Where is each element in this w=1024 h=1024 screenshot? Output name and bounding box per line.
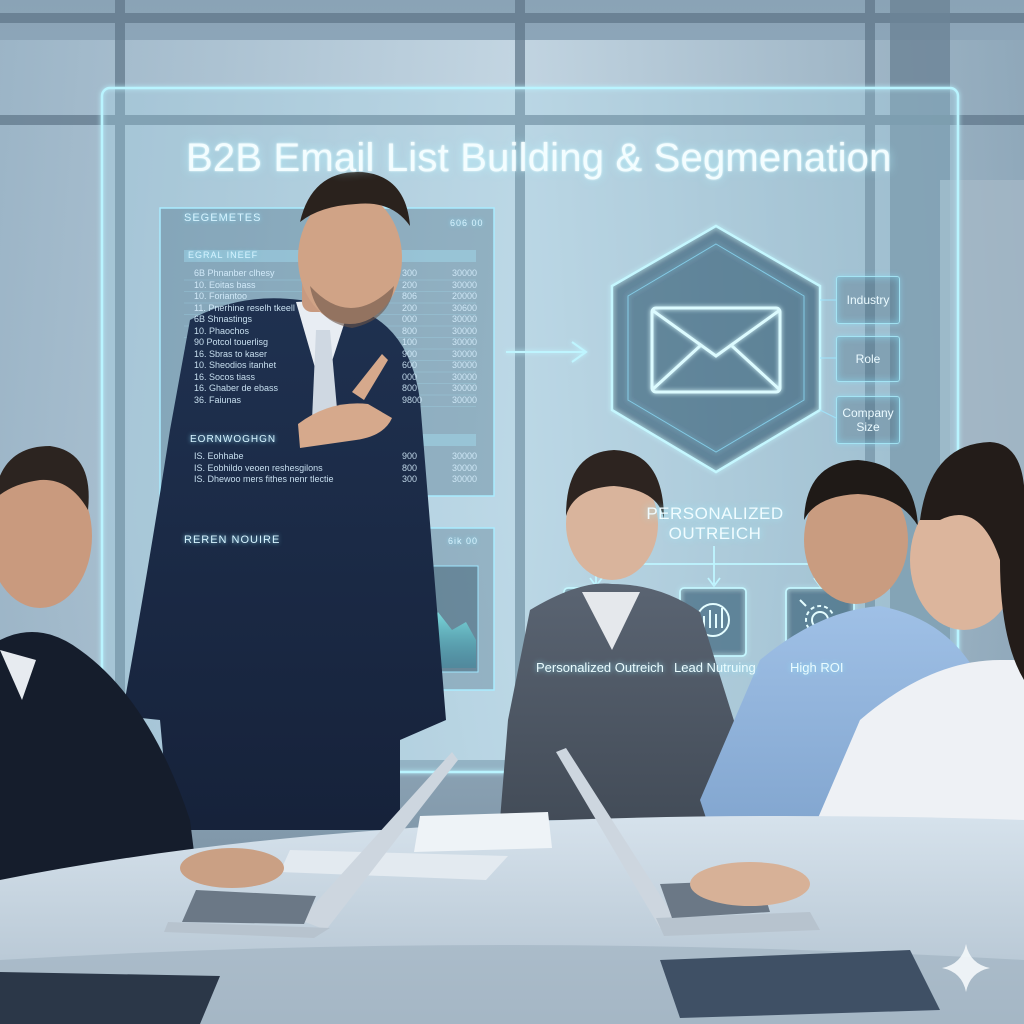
outcome-label-personalized: Personalized Outreich [536, 660, 664, 675]
segment-row-total: 30000 [452, 360, 478, 370]
criteria-connectors [819, 299, 837, 419]
envelope-hexagon [610, 224, 822, 474]
criteria-industry: Industry [836, 276, 900, 324]
segment-row-total: 30000 [452, 268, 478, 278]
segment-row-label: 16. Ghaber de ebass [194, 383, 279, 393]
segment-row-count: 000 [402, 314, 418, 324]
segment-row-total: 20000 [452, 291, 478, 301]
segment-row-count: 200 [402, 302, 418, 313]
segment-row-label: 90 Potcol touerlisg [194, 337, 269, 347]
segments-panel-header-right: 606 00 [450, 218, 484, 228]
segment-row-count: 200 [402, 279, 418, 290]
presenter-head [298, 192, 402, 324]
man-right-hair [804, 460, 918, 526]
criteria-role: Role [836, 336, 900, 382]
segment-row-label: 6B Phnanber clhesy [194, 268, 275, 278]
outcome-label-roi: High ROI [790, 660, 844, 675]
segment-row-count: 600 [402, 360, 418, 370]
segments-panel-subheader: EGRAL INEEF [188, 250, 259, 260]
woman-right-hair [920, 442, 1024, 680]
segment-row-total: 30000 [452, 325, 478, 336]
criteria-company-size: Company Size [836, 396, 900, 444]
segment-row-count: 300 [402, 268, 418, 278]
segment-row-total: 30000 [452, 394, 478, 405]
woman-center-hair [566, 450, 664, 520]
segment-row-total: 30000 [452, 314, 478, 324]
presenter [122, 171, 446, 830]
segment-row-total: 30000 [452, 337, 478, 347]
presenter-hand [298, 403, 392, 448]
woman-center-blouse [582, 592, 640, 650]
segment-row-total: 30000 [452, 371, 478, 382]
segment-row-count: 900 [402, 348, 418, 359]
envelope-icon [650, 306, 782, 394]
presenter-beard [310, 286, 394, 328]
segment-row-total: 30000 [452, 383, 478, 393]
outcome-label-nurturing: Lead Nutruing [674, 660, 756, 675]
segment-row-count: 800 [402, 383, 418, 393]
segment-row-label: 10. Sheodios itanhet [194, 360, 277, 370]
segment-row-total: 30000 [452, 279, 478, 290]
tablet-bottom-left [0, 972, 220, 1024]
segment-row-total: 30600 [452, 302, 478, 313]
segment-row-label: 16. Socos tiass [194, 371, 256, 382]
segment-row-count: 9800 [402, 394, 423, 405]
hand-right [690, 862, 810, 906]
man-left-head [0, 464, 92, 608]
man-left [0, 446, 200, 920]
hud-title: B2B Email List Building & Segmenation [186, 136, 892, 180]
segment-row-total: 30000 [452, 348, 478, 359]
woman-center-head [566, 468, 658, 580]
hand-left [180, 848, 284, 888]
segment-row-label: 11. Pnerhine reselh tkeell [194, 302, 295, 313]
segments-panel-header: SEGEMETES [184, 212, 262, 224]
segment-row-label: IS. Dhewoo mers fithes nenr tlectie [194, 474, 334, 484]
man-right-head [804, 476, 908, 604]
man-left-suit [0, 632, 200, 920]
segment-row-count: 900 [402, 451, 418, 461]
segment-row-count: 800 [402, 325, 418, 336]
man-left-hair [0, 446, 89, 510]
segment-row-total: 30000 [452, 474, 478, 484]
woman-center [500, 450, 740, 820]
presenter-hair [300, 171, 410, 226]
segment-row-label: 6B Shnastings [194, 314, 253, 324]
segment-row-label: IS. Eobhildo veoen reshesgilons [194, 462, 323, 473]
segment-row-label: 10. Eoitas bass [194, 279, 256, 290]
segment-row-label: 36. Faiunas [194, 394, 242, 405]
trend-chart-header: REREN NOUIRE [184, 534, 281, 546]
segment-row-count: 000 [402, 371, 418, 382]
flow-arrow [506, 341, 588, 363]
segment-row-label: IS. Eohhabe [194, 451, 244, 461]
man-left-shirt [0, 650, 36, 700]
segment-row-label: 10. Phaochos [194, 325, 250, 336]
sparkle-icon [942, 944, 990, 992]
paper-sheet-2 [280, 850, 508, 880]
segment-row-count: 100 [402, 337, 418, 347]
segment-row-label: 10. Foriantoo [194, 291, 248, 301]
segment-row-count: 806 [402, 291, 418, 301]
segment-row-total: 30000 [452, 462, 478, 473]
trend-chart-header-right: 6ik 00 [448, 536, 479, 546]
woman-center-blazer [500, 583, 740, 820]
outreach-heading: PERSONALIZED OUTREICH [646, 504, 784, 543]
segment-row-count: 800 [402, 462, 418, 473]
segments-panel-section: EORNWOGHGN [190, 434, 277, 445]
segment-row-count: 300 [402, 474, 418, 484]
laptop-left [164, 752, 458, 938]
paper-sheet [414, 812, 552, 852]
presenter-finger [352, 354, 388, 400]
segment-row-total: 30000 [452, 451, 478, 461]
segment-row-label: 16. Sbras to kaser [194, 348, 268, 359]
tablet-bottom-right [660, 950, 940, 1018]
